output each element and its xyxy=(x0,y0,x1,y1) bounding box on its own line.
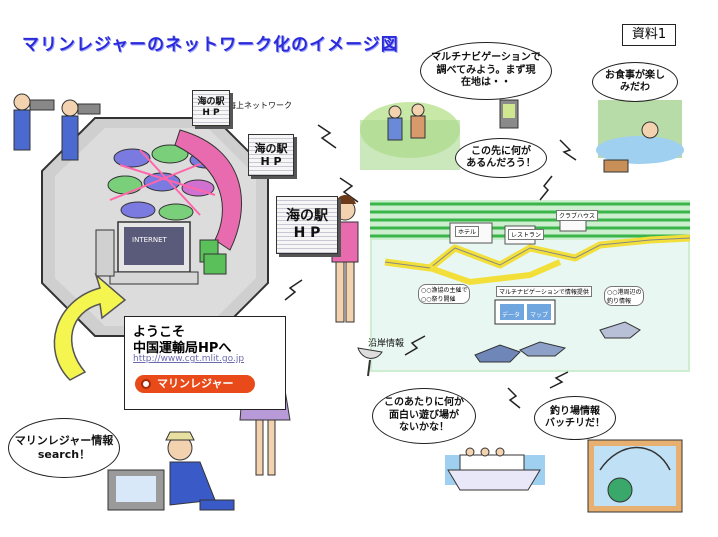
restaurant-label: レストラン xyxy=(508,229,545,240)
welcome-line-1: ようこそ xyxy=(133,325,186,340)
welcome-panel: ようこそ 中国運輸局HPへ http://www.cgt.mlit.go.jp … xyxy=(124,316,286,410)
hotel-label: ホテル xyxy=(455,226,480,237)
ahead-bubble: この先に何が あるんだろう！ xyxy=(455,138,547,178)
sign-line-1: 海の駅 xyxy=(197,97,225,108)
food-bubble: お食事が楽し みだわ xyxy=(592,62,678,102)
sign-line-2: H P xyxy=(260,155,282,168)
sea-station-hp-sign-small-1: 海の駅 H P xyxy=(192,90,230,126)
computer-graphic: INTERNET xyxy=(95,221,227,285)
sea-station-hp-sign-large: 海の駅 H P xyxy=(276,196,338,254)
navigation-bubble: マルチナビゲーションで 調べてみよう。まず現 在地は・・ xyxy=(420,42,552,100)
fishing-bubble: 釣り場情報 バッチリだ！ xyxy=(534,396,616,440)
coastal-info-label: 沿岸情報 xyxy=(368,339,405,349)
walkers-scene xyxy=(360,99,519,170)
screen-data-label: データ xyxy=(502,312,521,319)
network-label: 海上ネットワーク xyxy=(228,101,292,110)
welcome-url-link[interactable]: http://www.cgt.mlit.go.jp xyxy=(133,354,245,364)
search-bubble: マリンレジャー情報 search！ xyxy=(8,418,120,478)
page-title: マリンレジャーのネットワーク化のイメージ図 xyxy=(22,35,399,55)
multi-navigation-label: マルチナビゲーションで情報提供 xyxy=(496,286,592,297)
binocular-people-figure xyxy=(13,93,101,161)
sea-station-hp-sign-small-2: 海の駅 H P xyxy=(248,134,294,176)
fun-spot-bubble: このあたりに何か 面白い遊び場が ないかな！ xyxy=(372,388,476,444)
sign-line-2: H P xyxy=(293,225,321,241)
welcome-line-2: 中国運輸局HPへ xyxy=(133,341,232,356)
screen-map-label: マップ xyxy=(530,312,549,319)
searching-man-figure xyxy=(107,431,235,511)
sign-line-2: H P xyxy=(202,108,220,118)
fishing-scene xyxy=(587,439,683,513)
sign-line-1: 海の駅 xyxy=(286,208,328,225)
fishing-info-label: ○○港周辺の 釣り情報 xyxy=(604,286,645,306)
festival-info-label: ○○漁協の主催で ○○祭り開催 xyxy=(418,284,471,304)
flow-arrow xyxy=(53,272,127,381)
svg-text:INTERNET: INTERNET xyxy=(132,236,168,244)
tour-boat-scene xyxy=(445,447,545,491)
document-label: 資料1 xyxy=(622,24,676,46)
data-ribbon xyxy=(174,129,242,251)
button-dot-icon xyxy=(141,379,151,389)
sign-line-1: 海の駅 xyxy=(254,141,288,155)
satellite-dish-icon xyxy=(357,347,383,377)
marine-leisure-button[interactable]: マリンレジャー xyxy=(135,375,255,393)
marine-leisure-button-label: マリンレジャー xyxy=(157,377,234,390)
clubhouse-label: クラブハウス xyxy=(556,210,599,221)
hot-spring-scene xyxy=(596,100,684,173)
